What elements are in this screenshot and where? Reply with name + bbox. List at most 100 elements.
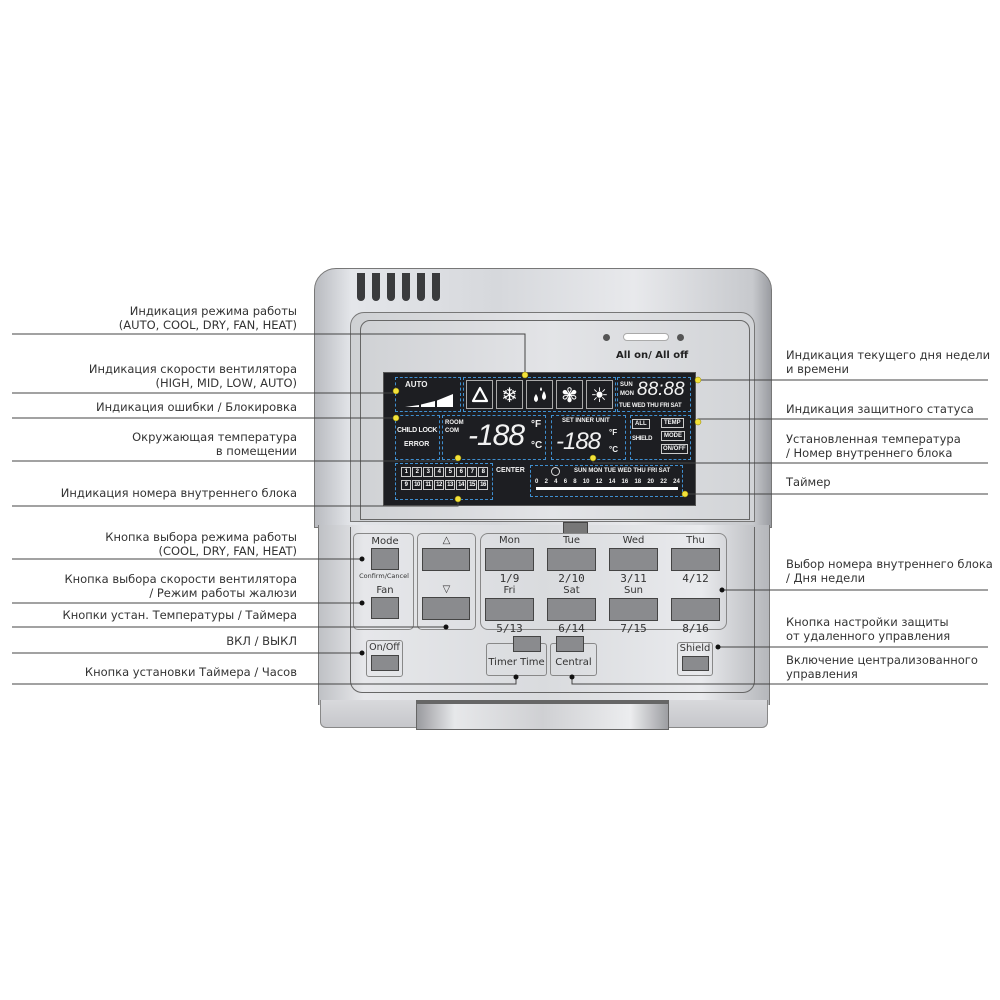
- annotation-timer-clock: Кнопка установки Таймера / Часов: [84, 665, 297, 679]
- unit-number-box: 7: [467, 467, 477, 477]
- set-temp-value: -188: [556, 428, 601, 455]
- timer-days: SUN MON TUE WED THU FRI SAT: [574, 468, 671, 474]
- fan-button[interactable]: [371, 597, 399, 619]
- unit-number-box: 11: [423, 480, 433, 490]
- shield-all-label: ALL: [632, 419, 650, 429]
- fan-speed-segment: [395, 377, 461, 412]
- shield-label-btn: Shield: [679, 643, 711, 654]
- set-temp-segment: [551, 415, 626, 460]
- sun-icon: ☀: [586, 380, 613, 409]
- day-button-tue[interactable]: [547, 548, 596, 571]
- lcd-display: [383, 372, 696, 506]
- child-lock-label: CHILD LOCK: [397, 427, 438, 434]
- unit-number-label: 7/15: [620, 622, 647, 635]
- unit-number-label: 5/13: [496, 622, 523, 635]
- all-on-off-label: All on/ All off: [616, 350, 689, 361]
- indicator-led: [603, 334, 610, 341]
- vent-slot: [387, 273, 395, 301]
- fan-auto-label: AUTO: [405, 380, 428, 389]
- annotation-temp-buttons: Кнопки устан. Температуры / Таймера: [62, 608, 297, 622]
- room-temp-segment: [442, 415, 546, 460]
- timer-hour-tick: 14: [608, 479, 616, 485]
- clock-time: 88:88: [637, 379, 685, 400]
- unit-number-box: 13: [445, 480, 455, 490]
- unit-number-box: 15: [467, 480, 477, 490]
- day-button-unit8[interactable]: [671, 598, 720, 621]
- day-label-sat: Sat: [563, 585, 580, 596]
- unit-number-label: 4/12: [682, 572, 709, 585]
- unit-number-box: 14: [456, 480, 466, 490]
- timer-time-label: Timer Time: [488, 657, 545, 668]
- clock-day-sun: SUN: [620, 382, 633, 388]
- annotation-shield-status: Индикация защитного статуса: [786, 402, 974, 416]
- unit-number-box: 1: [401, 467, 411, 477]
- day-button-sat[interactable]: [547, 598, 596, 621]
- mode-segment: [463, 377, 616, 412]
- annotation-mode-indication: Индикация режима работы (AUTO, COOL, DRY…: [118, 304, 297, 332]
- clock-days: TUE WED THU FRI SAT: [619, 403, 682, 409]
- annotation-set-temp: Установленная температура / Номер внутре…: [786, 432, 961, 460]
- temp-adjust-group: [417, 533, 476, 630]
- vent-slot: [402, 273, 410, 301]
- day-label-wed: Wed: [622, 535, 645, 546]
- unit-number-label: 2/10: [558, 572, 585, 585]
- day-button-mon[interactable]: [485, 548, 534, 571]
- day-label-tue: Tue: [562, 535, 581, 546]
- annotation-timer: Таймер: [786, 475, 831, 489]
- timer-time-button[interactable]: [513, 636, 541, 652]
- timer-hour-tick: 4: [554, 479, 558, 485]
- timer-hour-tick: 6: [563, 479, 568, 485]
- all-on-off-light[interactable]: [623, 333, 669, 341]
- mode-fan-group: [353, 533, 414, 630]
- room-temp-unit-f: °F: [531, 419, 542, 430]
- mode-label: Mode: [371, 536, 399, 547]
- com-label: COM: [445, 428, 459, 434]
- shield-button[interactable]: [682, 656, 709, 671]
- annotation-mode-button: Кнопка выбора режима работы (COOL, DRY, …: [105, 530, 297, 558]
- annotation-unit-day-select: Выбор номера внутреннего блока / Дня нед…: [786, 557, 993, 585]
- day-button-sun[interactable]: [609, 598, 658, 621]
- vent-slot: [357, 273, 365, 301]
- day-unit-group: [480, 533, 727, 630]
- center-label: CENTER: [496, 467, 525, 474]
- error-label: ERROR: [404, 441, 430, 448]
- unit-number-box: 3: [423, 467, 433, 477]
- timer-hour-tick: 22: [660, 479, 667, 485]
- unit-number-label: 6/14: [558, 622, 585, 635]
- timer-bar: [536, 487, 678, 490]
- central-button[interactable]: [556, 636, 584, 652]
- timer-hour-tick: 24: [673, 479, 680, 485]
- timer-hour-tick: 12: [595, 479, 603, 485]
- unit-number-box: 5: [445, 467, 455, 477]
- timer-segment: [530, 465, 683, 497]
- room-label: ROOM: [445, 420, 464, 426]
- mode-button[interactable]: [371, 548, 399, 570]
- timer-hour-tick: 18: [634, 479, 642, 485]
- snowflake-icon: ❄: [496, 380, 523, 409]
- day-button-thu[interactable]: [671, 548, 720, 571]
- fan-speed-bars-icon: [405, 394, 453, 407]
- timer-hour-tick: 10: [582, 479, 590, 485]
- down-arrow-icon: ▽: [442, 584, 451, 595]
- day-label-thu: Thu: [686, 535, 705, 546]
- annotation-fan-button: Кнопка выбора скорости вентилятора / Реж…: [64, 572, 297, 600]
- onoff-button[interactable]: [371, 655, 399, 671]
- button-panel: [350, 527, 755, 693]
- unit-number-box: 4: [434, 467, 444, 477]
- fan-icon: ✾: [556, 380, 583, 409]
- up-arrow-icon: △: [442, 535, 451, 546]
- unit-number-box: 9: [401, 480, 411, 490]
- temp-up-button[interactable]: [422, 548, 470, 571]
- temp-down-button[interactable]: [422, 597, 470, 620]
- annotation-unit-number: Индикация номера внутреннего блока: [60, 486, 297, 500]
- annotation-onoff: ВКЛ / ВЫКЛ: [226, 634, 297, 648]
- shield-label: SHIELD: [632, 436, 653, 442]
- day-button-fri[interactable]: [485, 598, 534, 621]
- day-label-sun: Sun: [623, 585, 644, 596]
- lock-error-segment: [395, 415, 440, 460]
- room-temp-unit-c: °C: [531, 440, 543, 451]
- central-label: Central: [555, 657, 592, 668]
- set-temp-unit-c: °C: [609, 445, 618, 454]
- day-button-wed[interactable]: [609, 548, 658, 571]
